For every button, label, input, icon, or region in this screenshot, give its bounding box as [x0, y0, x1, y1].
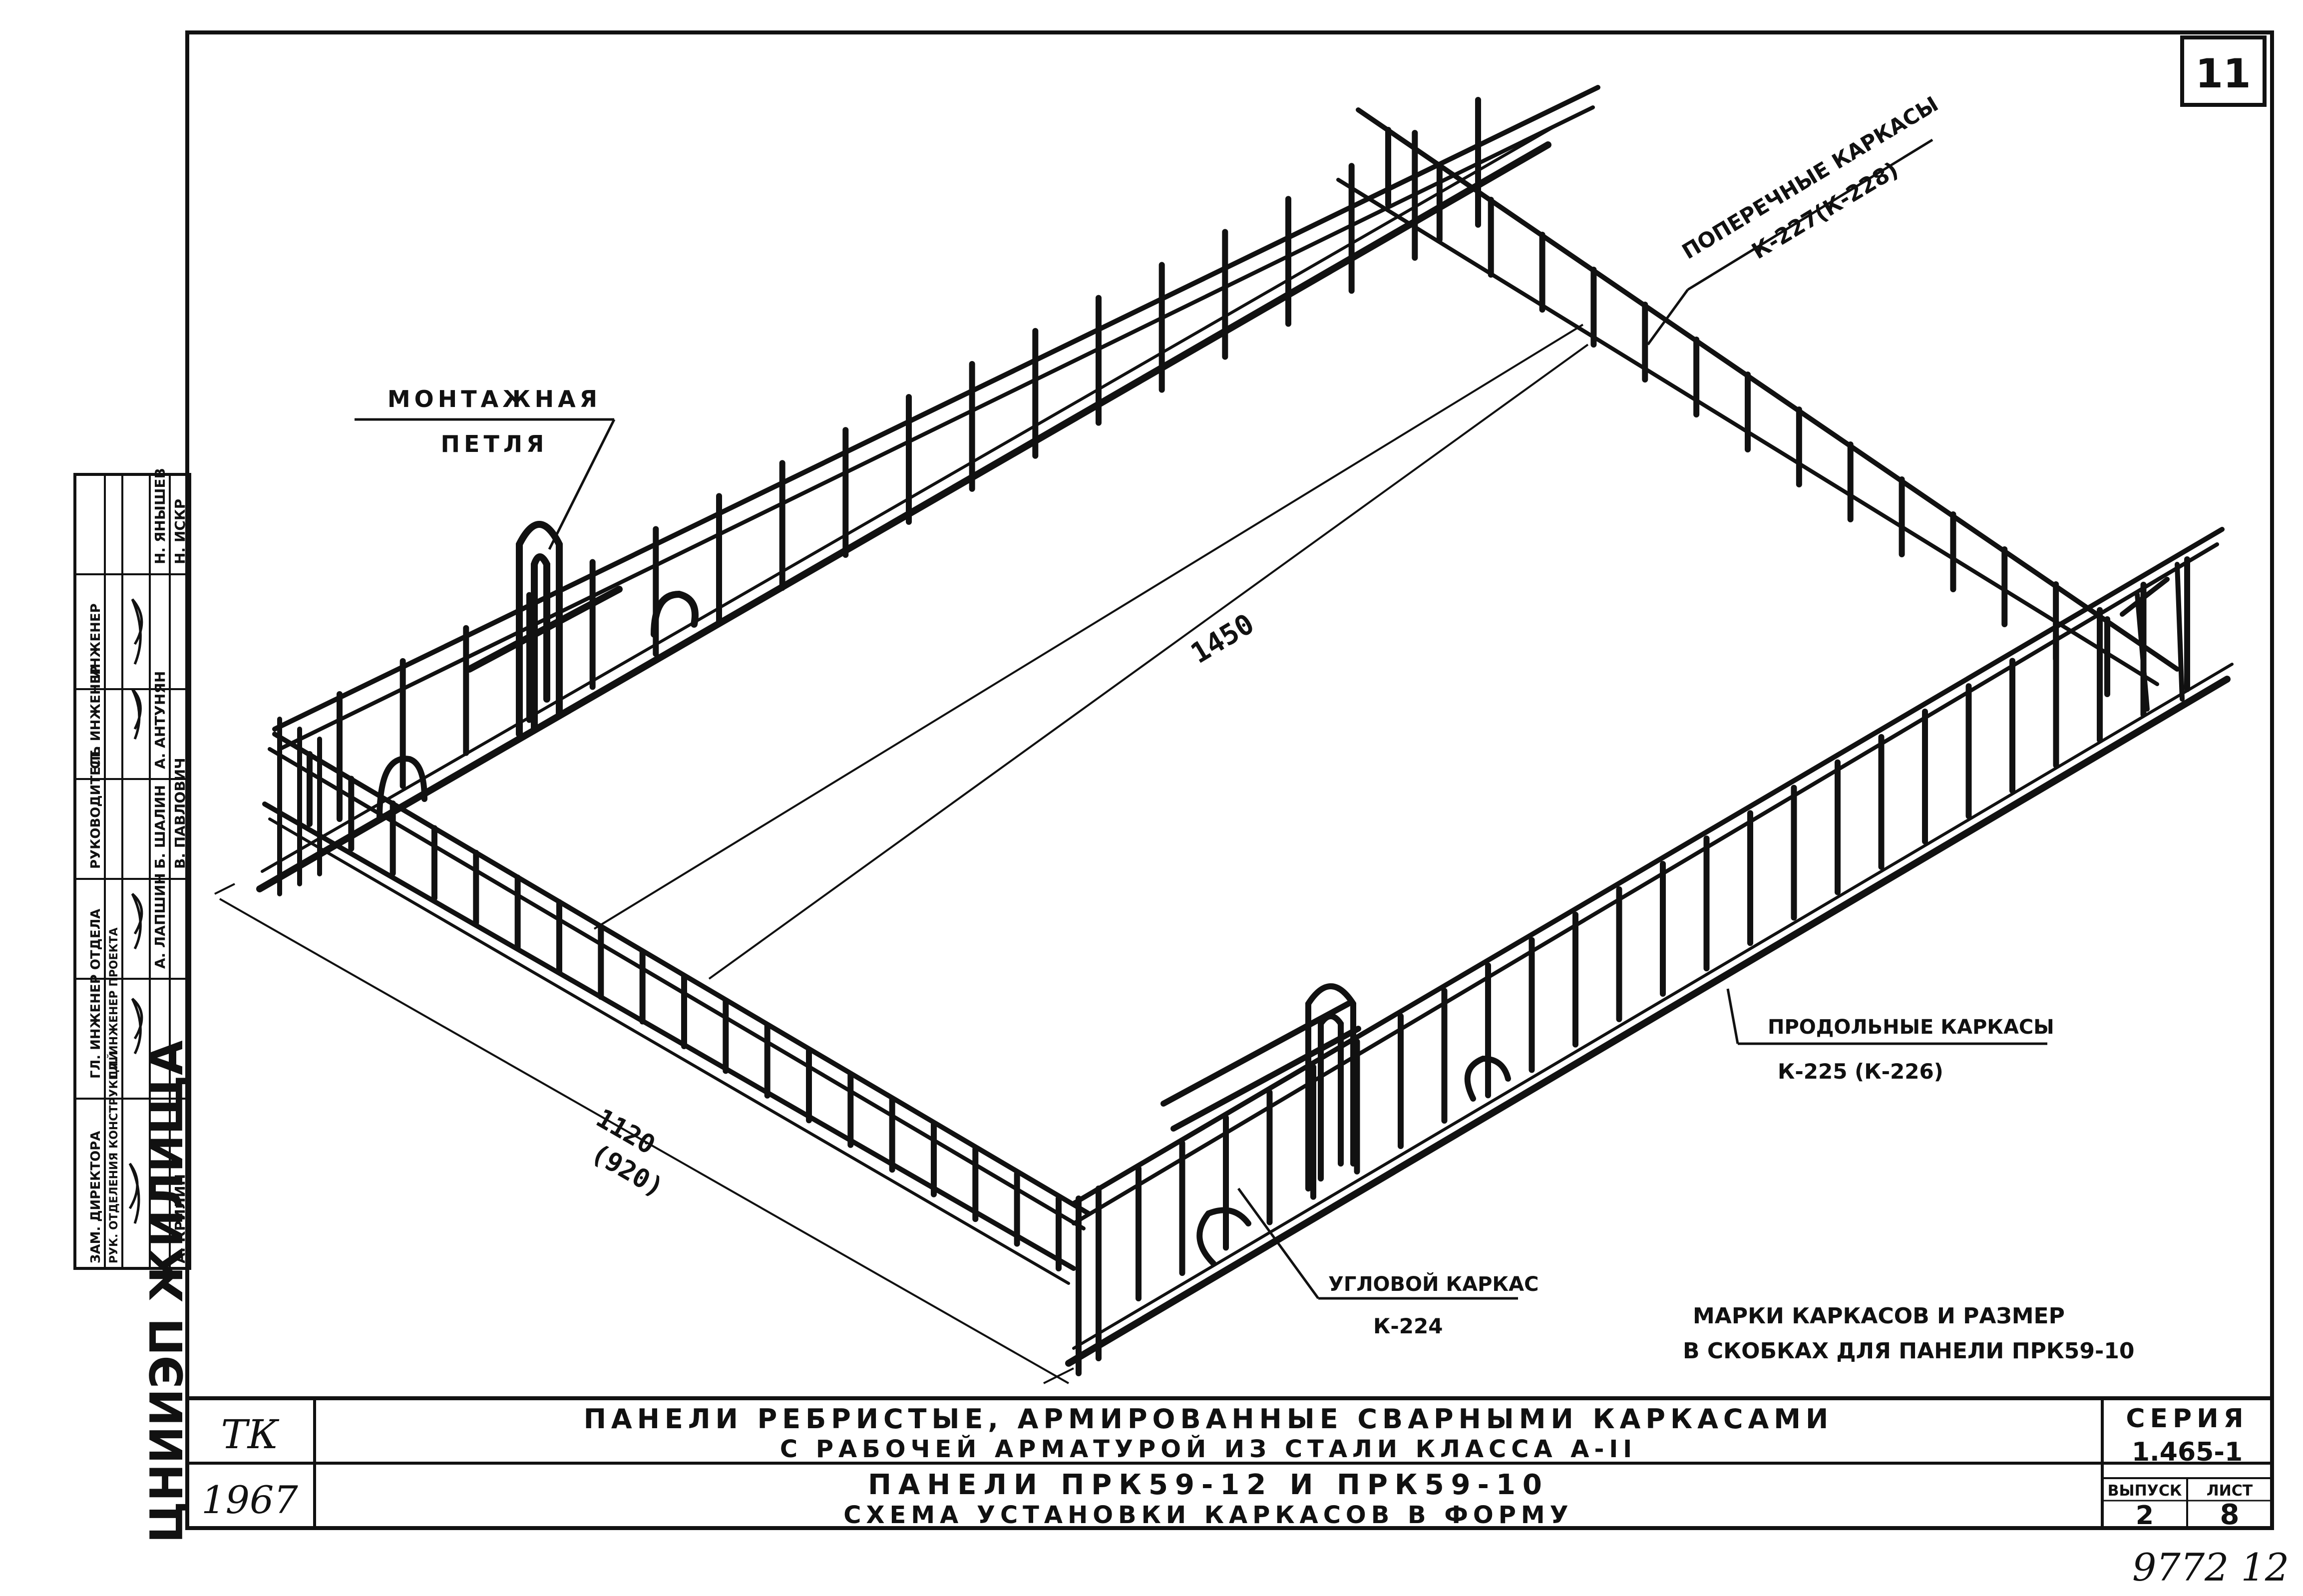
stamp-name-2: А. ЛАПШИН — [152, 873, 168, 969]
title-line-1: ПАНЕЛИ РЕБРИСТЫЕ, АРМИРОВАННЫЕ СВАРНЫМИ … — [584, 1403, 1834, 1435]
signature — [131, 598, 143, 665]
svg-text:ПРОДОЛЬНЫЕ КАРКАСЫ: ПРОДОЛЬНЫЕ КАРКАСЫ — [1768, 1016, 2054, 1039]
approval-stamp: ЗАМ. ДИРЕКТОРА РУК. ОТДЕЛЕНИЯ КОНСТРУКЦИ… — [73, 468, 191, 1270]
svg-text:К-224: К-224 — [1373, 1314, 1443, 1338]
svg-text:К-225 (К-226): К-225 (К-226) — [1778, 1059, 1943, 1084]
signature — [131, 688, 142, 740]
signature — [131, 998, 143, 1055]
stamp-name-3: Б. ШАЛИН — [152, 785, 168, 869]
svg-text:ПОПЕРЕЧНЫЕ КАРКАСЫ: ПОПЕРЕЧНЫЕ КАРКАСЫ — [1678, 91, 1942, 264]
callout-longitudinal-frames: ПРОДОЛЬНЫЕ КАРКАСЫ К-225 (К-226) — [1726, 988, 2054, 1084]
callout-corner-frame: УГЛОВОЙ КАРКАС К-224 — [1237, 1188, 1538, 1338]
stamp-role-1: ЗАМ. ДИРЕКТОРА — [88, 1131, 103, 1263]
subtitle-line-1: ПАНЕЛИ ПРК59-12 И ПРК59-10 — [868, 1469, 1549, 1501]
stamp-name-5: Н. ЯНЫШЕВ — [152, 468, 168, 564]
title-block — [187, 1396, 2272, 1528]
right-transverse-frame — [1336, 107, 2180, 697]
stamp-name-6: В. ПАВЛОВИЧ — [172, 758, 188, 869]
stamp-role-2: РУК. ОТДЕЛЕНИЯ КОНСТРУКЦИЙ — [107, 1051, 120, 1263]
series-label: СЕРИЯ — [2126, 1404, 2248, 1434]
sheet-label: ЛИСТ — [2207, 1482, 2253, 1500]
stamp-role-6: СТ. ИНЖЕНЕР — [88, 666, 103, 769]
stamp-role-7: ИНЖЕНЕР — [88, 603, 103, 679]
subtitle-line-2: СХЕМА УСТАНОВКИ КАРКАСОВ В ФОРМУ — [843, 1501, 1573, 1529]
stamp-role-3: ГЛ. ИНЖЕНЕР ОТДЕЛА — [88, 909, 103, 1079]
institute-name: ЦНИИЭП ЖИЛИЩА — [141, 1040, 193, 1543]
callout-mounting-loop: МОНТАЖНАЯ ПЕТЛЯ — [355, 386, 616, 550]
corner-cage-front — [1076, 983, 1511, 1376]
back-longitudinal-frame — [256, 85, 1600, 892]
stamp-name-7: Н. ИСКР — [172, 499, 188, 564]
note-frame-marks: МАРКИ КАРКАСОВ И РАЗМЕР В СКОБКАХ ДЛЯ ПА… — [1683, 1303, 2134, 1364]
stamp-role-5: РУКОВОДИТЕЛЬ — [88, 746, 103, 869]
svg-text:МАРКИ КАРКАСОВ И РАЗМЕР: МАРКИ КАРКАСОВ И РАЗМЕР — [1693, 1303, 2065, 1329]
reinforcement-cage — [256, 85, 2234, 1376]
svg-text:УГЛОВОЙ КАРКАС: УГЛОВОЙ КАРКАС — [1328, 1272, 1538, 1296]
issue-label: ВЫПУСК — [2108, 1482, 2182, 1500]
org-code: ТК — [221, 1411, 279, 1458]
svg-text:ПЕТЛЯ: ПЕТЛЯ — [441, 430, 548, 457]
mounting-loop-left — [466, 521, 699, 738]
year: 1967 — [201, 1478, 298, 1522]
svg-text:В СКОБКАХ ДЛЯ ПАНЕЛИ ПРК59-10: В СКОБКАХ ДЛЯ ПАНЕЛИ ПРК59-10 — [1683, 1338, 2134, 1364]
stamp-name-1: А. КРИЛИН — [172, 1174, 188, 1263]
dimension-length: 1450 — [1185, 608, 1260, 670]
sheet-number-box: 11 — [2180, 35, 2267, 107]
series-value: 1.465-1 — [2132, 1437, 2243, 1467]
sheet-value: 8 — [2220, 1499, 2240, 1531]
signature — [131, 893, 143, 950]
front-longitudinal-frame — [1065, 527, 2234, 1367]
stamp-name-4: А. АНТУНЯН — [152, 671, 168, 769]
signature — [128, 1163, 140, 1224]
corner-cage-left — [277, 717, 427, 896]
dimension-lines — [214, 324, 1589, 1384]
inventory-number: 9772 12 — [2132, 1545, 2289, 1590]
right-end-ribs — [2120, 562, 2185, 712]
sheet-number: 11 — [2195, 50, 2251, 97]
sheet-frame — [185, 30, 2274, 1530]
callout-transverse-frames: ПОПЕРЕЧНЫЕ КАРКАСЫ К-227(К-228) — [1646, 91, 1942, 346]
stamp-role-4: ГЛ. ИНЖЕНЕР ПРОЕКТА — [108, 927, 120, 1079]
title-line-2: С РАБОЧЕЙ АРМАТУРОЙ ИЗ СТАЛИ КЛАССА А-II — [780, 1435, 1637, 1463]
left-transverse-frame — [262, 732, 1091, 1285]
svg-text:МОНТАЖНАЯ: МОНТАЖНАЯ — [387, 386, 601, 412]
issue-value: 2 — [2136, 1501, 2154, 1531]
